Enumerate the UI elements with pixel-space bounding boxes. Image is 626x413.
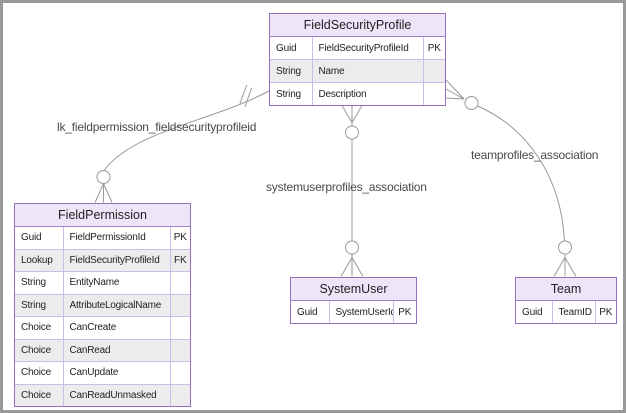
attribute-type: String xyxy=(270,82,313,105)
attribute-name: CanRead xyxy=(63,339,171,362)
attribute-type: Lookup xyxy=(15,249,64,272)
one-cardinality-marker xyxy=(239,84,253,107)
attribute-key xyxy=(170,271,190,295)
attribute-key: PK xyxy=(170,227,190,250)
attribute-type: String xyxy=(270,59,313,83)
attribute-type: String xyxy=(15,294,64,317)
attribute-type: Choice xyxy=(15,339,64,362)
zero-circle-marker xyxy=(345,125,359,140)
relationship-label-teamprofiles: teamprofiles_association xyxy=(471,148,599,162)
attribute-key: PK xyxy=(393,301,416,323)
attribute-type: String xyxy=(15,271,64,295)
attribute-name: CanUpdate xyxy=(63,361,171,385)
attribute-name: FieldSecurityProfileId xyxy=(63,249,171,272)
attribute-key: FK xyxy=(170,249,190,272)
attribute-type: Choice xyxy=(15,316,64,340)
attribute-name: AttributeLogicalName xyxy=(63,294,171,317)
many-crowfoot-marker xyxy=(340,103,364,126)
attribute-name: EntityName xyxy=(63,271,171,295)
attribute-name: Description xyxy=(312,82,424,105)
attribute-name: TeamID xyxy=(552,301,596,323)
attribute-key xyxy=(170,316,190,340)
attribute-name: Name xyxy=(312,59,424,83)
attribute-key: PK xyxy=(595,301,616,323)
relationship-label-systemuserprofiles: systemuserprofiles_association xyxy=(266,180,427,194)
attribute-type: Guid xyxy=(15,227,64,250)
attribute-name: FieldPermissionId xyxy=(63,227,171,250)
relationship-line xyxy=(477,105,565,242)
relationship-lk-fieldpermission-fieldsecurityprofileid xyxy=(94,84,270,203)
zero-circle-marker xyxy=(345,240,359,255)
many-crowfoot-marker xyxy=(553,254,577,277)
zero-circle-marker xyxy=(96,170,111,184)
relationship-label-lk-fieldpermission: lk_fieldpermission_fieldsecurityprofilei… xyxy=(57,120,257,134)
attribute-type: Choice xyxy=(15,384,64,406)
attribute-type: Choice xyxy=(15,361,64,385)
attribute-key xyxy=(170,384,190,406)
entity-title: FieldPermission xyxy=(15,204,190,227)
attribute-key xyxy=(423,82,445,105)
attribute-key xyxy=(170,294,190,317)
attribute-name: SystemUserId xyxy=(329,301,394,323)
relationship-teamprofiles-association xyxy=(445,79,577,277)
attribute-key xyxy=(423,59,445,83)
attribute-key xyxy=(170,339,190,362)
many-crowfoot-marker xyxy=(94,183,113,203)
many-crowfoot-marker xyxy=(340,254,364,277)
attribute-name: CanReadUnmasked xyxy=(63,384,171,406)
zero-circle-marker xyxy=(464,96,479,110)
entity-title: SystemUser xyxy=(291,278,416,301)
attribute-name: FieldSecurityProfileId xyxy=(312,37,424,60)
entity-title: FieldSecurityProfile xyxy=(270,14,445,37)
attribute-type: Guid xyxy=(291,301,330,323)
attribute-key: PK xyxy=(423,37,445,60)
entity-title: Team xyxy=(516,278,616,301)
many-crowfoot-marker xyxy=(445,79,465,100)
zero-circle-marker xyxy=(558,240,572,255)
attribute-name: CanCreate xyxy=(63,316,171,340)
attribute-type: Guid xyxy=(270,37,313,60)
attribute-type: Guid xyxy=(516,301,553,323)
attribute-key xyxy=(170,361,190,385)
